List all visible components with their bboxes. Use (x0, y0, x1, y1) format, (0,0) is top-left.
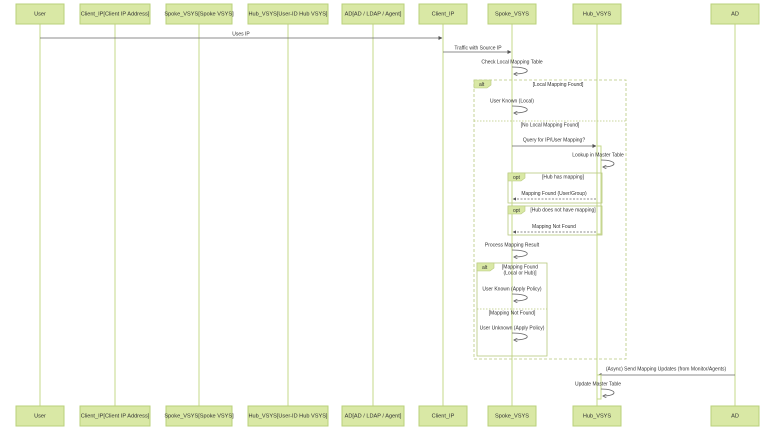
guard-label: [No Local Mapping Found] (521, 123, 580, 129)
guard-label: [Hub does not have mapping] (530, 208, 596, 214)
self-message-arrow (511, 105, 528, 113)
self-message-arrow (600, 159, 615, 167)
actor-label: Spoke_VSYS (495, 413, 529, 419)
actor-top-spoke: Spoke_VSYS (487, 3, 537, 25)
actor-top-hub-full: Hub_VSYS[User-ID Hub VSYS] (247, 3, 329, 25)
frame-tag-label: opt (513, 208, 521, 214)
actor-top-ad-full: AD[AD / LDAP / Agent] (341, 3, 405, 25)
frame-tag (507, 172, 526, 182)
message-label: User Known (Local) (490, 99, 534, 105)
actor-top-ad: AD (710, 3, 760, 25)
actor-label: AD[AD / LDAP / Agent] (345, 413, 402, 419)
frame-tag-label: alt (479, 82, 485, 88)
guard-label: (Local or Hub)] (503, 271, 537, 277)
actor-label: Spoke_VSYS[Spoke VSYS] (164, 413, 234, 419)
actor-bottom-hub-full: Hub_VSYS[User-ID Hub VSYS] (247, 405, 329, 427)
actor-label: Spoke_VSYS[Spoke VSYS] (164, 11, 234, 17)
actor-bottom-spoke: Spoke_VSYS (487, 405, 537, 427)
actor-bottom-client-ip: Client_IP (418, 405, 468, 427)
actor-label: Hub_VSYS (583, 11, 612, 17)
actor-label: Client_IP (432, 413, 455, 419)
message-label: User Known (Apply Policy) (482, 287, 542, 293)
message-label: Process Mapping Result (485, 243, 540, 249)
frame-tag-label: alt (482, 265, 488, 271)
self-message-arrow (511, 66, 528, 74)
frame-tag (473, 79, 492, 89)
guard-label: [Mapping Not Found] (489, 311, 536, 317)
hub-activation (596, 145, 602, 235)
alt-frame-local-mapping (473, 79, 627, 360)
actor-bottom-hub: Hub_VSYS (572, 405, 622, 427)
actor-bottom-user: User (15, 405, 65, 427)
hub-activation (596, 374, 602, 400)
actor-label: AD[AD / LDAP / Agent] (345, 11, 402, 17)
message-label: Query for IP/User Mapping? (523, 138, 585, 144)
actor-top-client-ip: Client_IP (418, 3, 468, 25)
actor-bottom-ad: AD (710, 405, 760, 427)
message-label: Mapping Found (User/Group) (521, 191, 587, 197)
self-message-arrow (511, 332, 528, 340)
frame-tag (476, 262, 495, 272)
actor-label: Client_IP (432, 11, 455, 17)
actor-bottom-client-ip-full: Client_IP[Client IP Address] (79, 405, 151, 427)
guard-label: [Hub has mapping] (542, 175, 585, 181)
alt-frame-mapping-found (476, 262, 548, 357)
actor-bottom-ad-full: AD[AD / LDAP / Agent] (341, 405, 405, 427)
message-label: Mapping Not Found (532, 224, 576, 230)
actor-label: Hub_VSYS[User-ID Hub VSYS] (249, 11, 328, 17)
actor-label: User (34, 413, 46, 419)
message-label: Lookup in Master Table (572, 153, 624, 159)
guard-label: [Mapping Found (502, 265, 538, 271)
message-label: Traffic with Source IP (454, 46, 502, 52)
self-message-arrow (600, 388, 615, 396)
actor-top-hub: Hub_VSYS (572, 3, 622, 25)
actor-top-user: User (15, 3, 65, 25)
actor-label: Hub_VSYS[User-ID Hub VSYS] (249, 413, 328, 419)
actor-bottom-spoke-full: Spoke_VSYS[Spoke VSYS] (164, 405, 234, 427)
frame-tag-label: opt (513, 175, 521, 181)
actor-top-client-ip-full: Client_IP[Client IP Address] (79, 3, 151, 25)
message-label: (Async) Send Mapping Updates (from Monit… (606, 367, 727, 373)
opt-frame-hub-has-mapping (507, 172, 603, 204)
guard-label: [Local Mapping Found] (533, 82, 584, 88)
self-message-arrow (511, 249, 528, 257)
actor-label: AD (731, 11, 739, 17)
actor-label: Client_IP[Client IP Address] (81, 413, 150, 419)
message-label: Check Local Mapping Table (481, 60, 543, 66)
actor-top-spoke-full: Spoke_VSYS[Spoke VSYS] (164, 3, 234, 25)
self-message-arrow (511, 293, 528, 301)
opt-frame-hub-no-mapping (507, 205, 603, 236)
frame-tag (507, 205, 526, 215)
actor-label: User (34, 11, 46, 17)
message-label: Uses IP (232, 32, 250, 38)
message-label: Update Master Table (575, 382, 621, 388)
actor-label: Spoke_VSYS (495, 11, 529, 17)
actor-label: Client_IP[Client IP Address] (81, 11, 150, 17)
actor-label: Hub_VSYS (583, 413, 612, 419)
actor-label: AD (731, 413, 739, 419)
message-label: User Unknown (Apply Policy) (480, 326, 545, 332)
